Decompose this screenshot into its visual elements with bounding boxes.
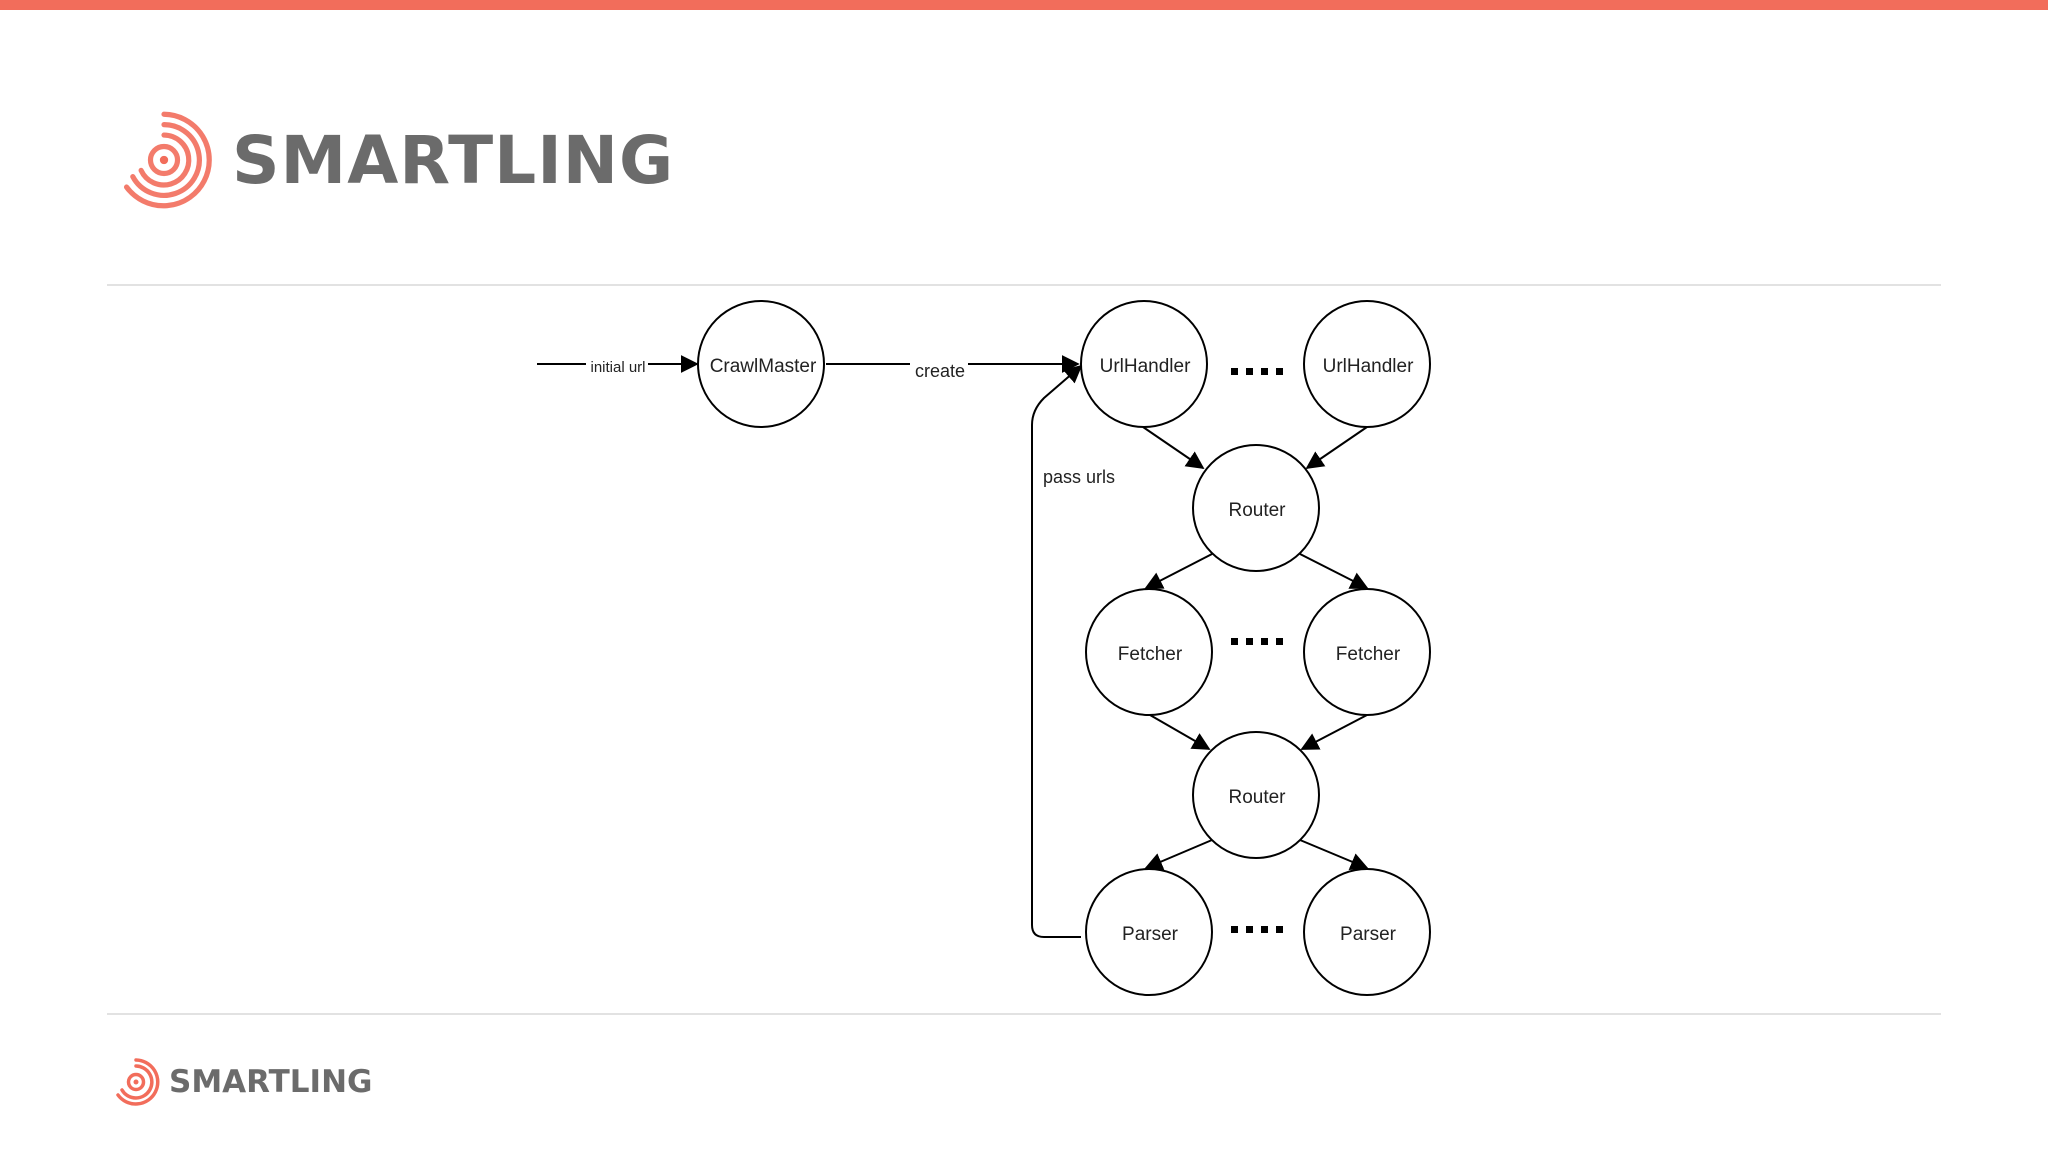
ellipsis-parsers [1231,926,1283,933]
fetcher-1-label: Fetcher [1118,644,1183,665]
edge-pass-urls [1031,364,1083,938]
footer-brand-wordmark: SMARTLING [169,1064,373,1100]
ellipsis-url-handlers [1231,368,1283,375]
url-handler-2-label: UrlHandler [1323,356,1414,377]
header-divider [107,284,1941,286]
concentric-spiral-logo-icon [116,1058,160,1106]
edge-router2-parser2 [1299,839,1369,871]
fetcher-2-label: Fetcher [1336,644,1401,665]
crawl-master-label: CrawlMaster [710,356,817,377]
footer-logo: SMARTLING [111,1057,372,1107]
edge-router2-parser1 [1144,839,1213,870]
node-url-handler-2: UrlHandler [1303,300,1431,428]
node-fetcher-1: Fetcher [1085,588,1213,716]
edge-router1-fetcher1 [1144,553,1213,589]
router-1-label: Router [1228,500,1286,521]
parser-2-label: Parser [1340,924,1397,945]
create-label: create [915,361,965,381]
footer-divider [107,1013,1941,1015]
top-accent-bar [0,0,2048,10]
node-router-2: Router [1192,731,1320,859]
pass-urls-label: pass urls [1043,467,1115,487]
edge-fetcher2-router2 [1300,714,1368,750]
node-url-handler-1: UrlHandler [1080,300,1208,428]
parser-1-label: Parser [1122,924,1179,945]
edge-urlhandler2-router1 [1305,426,1368,470]
edge-router1-fetcher2 [1299,553,1369,589]
url-handler-1-label: UrlHandler [1100,356,1191,377]
initial-url-label-bg [586,356,648,374]
router-2-label: Router [1228,787,1286,808]
concentric-spiral-logo-icon [123,111,212,209]
edge-fetcher1-router2 [1149,714,1211,750]
brand-wordmark: SMARTLING [232,121,675,199]
ellipsis-fetchers [1231,638,1283,645]
create-label-bg [910,358,968,380]
node-parser-2: Parser [1303,868,1431,996]
node-router-1: Router [1192,444,1320,572]
header-logo: SMARTLING [112,108,674,212]
initial-url-label: initial url [590,359,645,376]
node-crawl-master: CrawlMaster [697,300,825,428]
node-parser-1: Parser [1085,868,1213,996]
node-fetcher-2: Fetcher [1303,588,1431,716]
edge-urlhandler1-router1 [1142,426,1205,470]
